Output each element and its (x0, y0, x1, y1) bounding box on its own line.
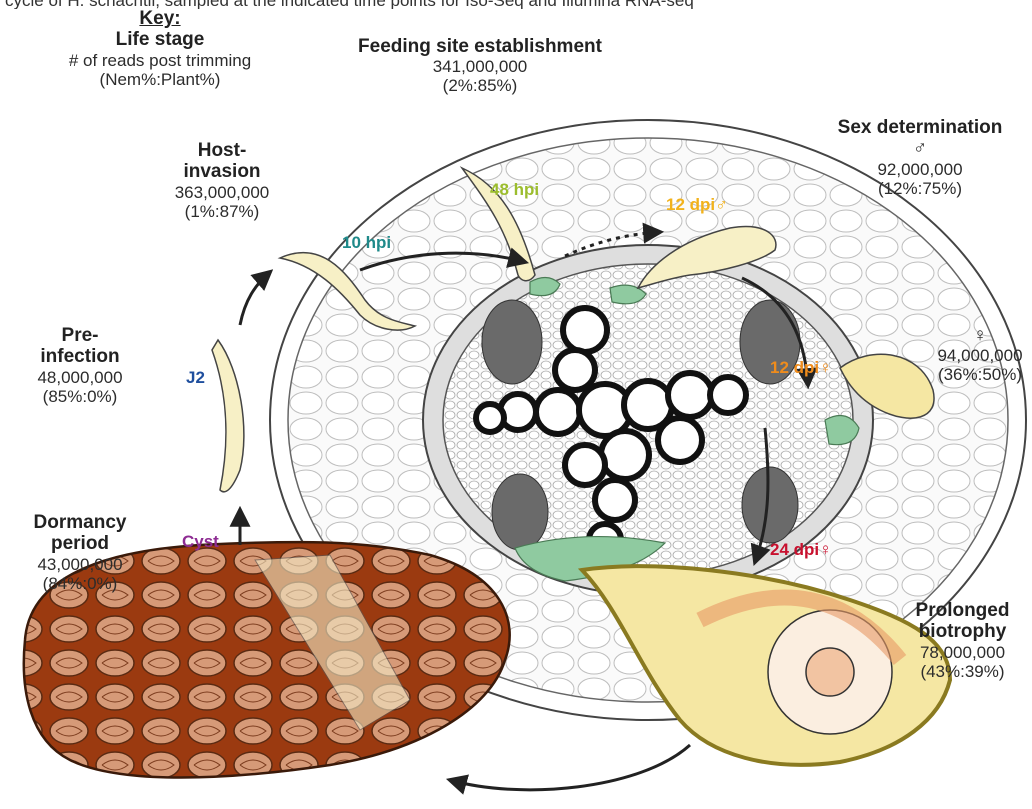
stage-title-1: Dormancy (5, 512, 155, 533)
stage-ratio: (1%:87%) (152, 202, 292, 221)
stage-title-2: invasion (152, 161, 292, 182)
male-symbol: ♂ (820, 138, 1020, 159)
arrow-j2-to-invasion (240, 272, 270, 325)
key-legend: Key: Life stage # of reads post trimming… (60, 8, 260, 89)
stage-female-reads: ♀ 94,000,000 (36%:50%) (925, 325, 1032, 384)
stage-title-2: period (5, 533, 155, 554)
female-ratio: (36%:50%) (925, 365, 1032, 384)
stage-title-2: biotrophy (895, 621, 1030, 642)
j2-nematode-shape (212, 340, 244, 492)
key-line-life-stage: Life stage (60, 29, 260, 50)
stage-feeding-site: Feeding site establishment 341,000,000 (… (330, 36, 630, 95)
stage-j2-label: J2 (186, 368, 205, 388)
stage-ratio: (84%:0%) (5, 574, 155, 593)
arrow-biotrophy-to-cyst (450, 745, 690, 790)
stage-cyst-label: Cyst (182, 532, 219, 552)
timepoint-12dpi-male: 12 dpi♂ (666, 195, 728, 215)
male-reads: 92,000,000 (820, 160, 1020, 179)
key-line-reads: # of reads post trimming (60, 51, 260, 70)
stage-title-1: Prolonged (895, 600, 1030, 621)
key-title: Key: (60, 8, 260, 29)
stage-title-1: Pre- (10, 325, 150, 346)
stage-sex-determination: Sex determination ♂ 92,000,000 (12%:75%) (820, 117, 1020, 198)
female-symbol: ♀ (925, 325, 1032, 346)
stage-title: Feeding site establishment (330, 36, 630, 57)
stage-reads: 48,000,000 (10, 368, 150, 387)
stage-reads: 43,000,000 (5, 555, 155, 574)
stage-reads: 341,000,000 (330, 57, 630, 76)
stage-ratio: (85%:0%) (10, 387, 150, 406)
male-ratio: (12%:75%) (820, 179, 1020, 198)
female-reads: 94,000,000 (925, 346, 1032, 365)
stage-title: Sex determination (820, 117, 1020, 138)
stage-pre-infection: Pre- infection 48,000,000 (85%:0%) (10, 325, 150, 406)
timepoint-24dpi-female: 24 dpi♀ (770, 540, 832, 560)
stage-title-2: infection (10, 346, 150, 367)
stage-ratio: (43%:39%) (895, 662, 1030, 681)
stage-host-invasion: Host- invasion 363,000,000 (1%:87%) (152, 140, 292, 221)
timepoint-48hpi: 48 hpi (490, 180, 539, 200)
key-line-ratio: (Nem%:Plant%) (60, 70, 260, 89)
stage-ratio: (2%:85%) (330, 76, 630, 95)
timepoint-10hpi: 10 hpi (342, 233, 391, 253)
stage-title-1: Host- (152, 140, 292, 161)
stage-dormancy: Dormancy period 43,000,000 (84%:0%) (5, 512, 155, 593)
stage-reads: 78,000,000 (895, 643, 1030, 662)
timepoint-12dpi-female: 12 dpi♀ (770, 358, 832, 378)
stage-reads: 363,000,000 (152, 183, 292, 202)
stage-prolonged-biotrophy: Prolonged biotrophy 78,000,000 (43%:39%) (895, 600, 1030, 681)
